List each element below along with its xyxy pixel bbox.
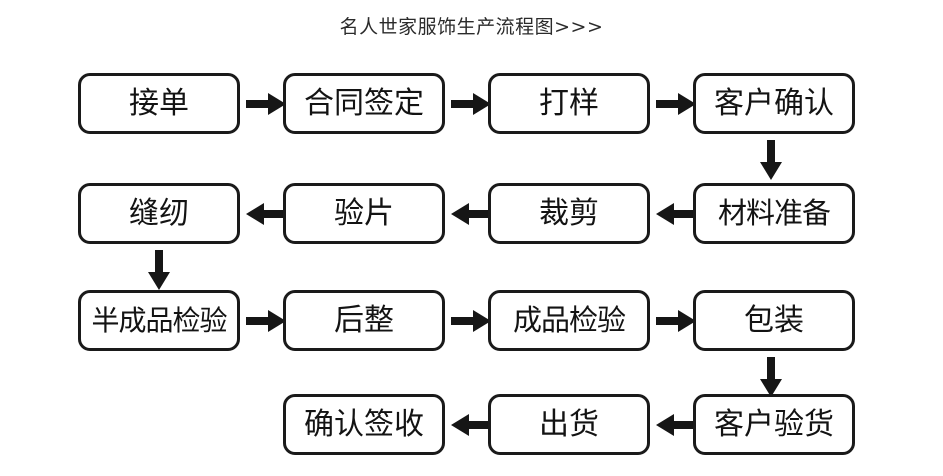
node-caijian[interactable]: 裁剪 (488, 183, 650, 244)
arrow-right-icon (656, 310, 696, 332)
node-cailiaozhunbei[interactable]: 材料准备 (693, 183, 855, 244)
arrow-right-icon (246, 310, 286, 332)
node-yanpian[interactable]: 验片 (283, 183, 445, 244)
page-title: 名人世家服饰生产流程图>>> (339, 16, 604, 38)
node-jiedan[interactable]: 接单 (78, 73, 240, 134)
arrow-right-icon (246, 93, 286, 115)
node-hetongqianding[interactable]: 合同签定 (283, 73, 445, 134)
arrow-right-icon (451, 310, 491, 332)
arrow-right-icon (656, 93, 696, 115)
node-chengpinjianyan[interactable]: 成品检验 (488, 290, 650, 351)
arrow-left-icon (246, 203, 286, 225)
arrow-right-icon (451, 93, 491, 115)
arrow-left-icon (451, 414, 491, 436)
arrow-down-icon (148, 250, 170, 290)
node-banchengpinjianyan[interactable]: 半成品检验 (78, 290, 240, 351)
arrow-down-icon (760, 140, 782, 180)
node-chuhuo[interactable]: 出货 (488, 394, 650, 455)
node-kehuqueren[interactable]: 客户确认 (693, 73, 855, 134)
arrow-down-icon (760, 357, 782, 397)
arrow-left-icon (451, 203, 491, 225)
node-kehuyanhuo[interactable]: 客户验货 (693, 394, 855, 455)
node-dayang[interactable]: 打样 (488, 73, 650, 134)
arrow-left-icon (656, 203, 696, 225)
arrow-left-icon (656, 414, 696, 436)
node-fengren[interactable]: 缝纫 (78, 183, 240, 244)
node-querenqianshou[interactable]: 确认签收 (283, 394, 445, 455)
node-baozhuang[interactable]: 包装 (693, 290, 855, 351)
node-houzheng[interactable]: 后整 (283, 290, 445, 351)
